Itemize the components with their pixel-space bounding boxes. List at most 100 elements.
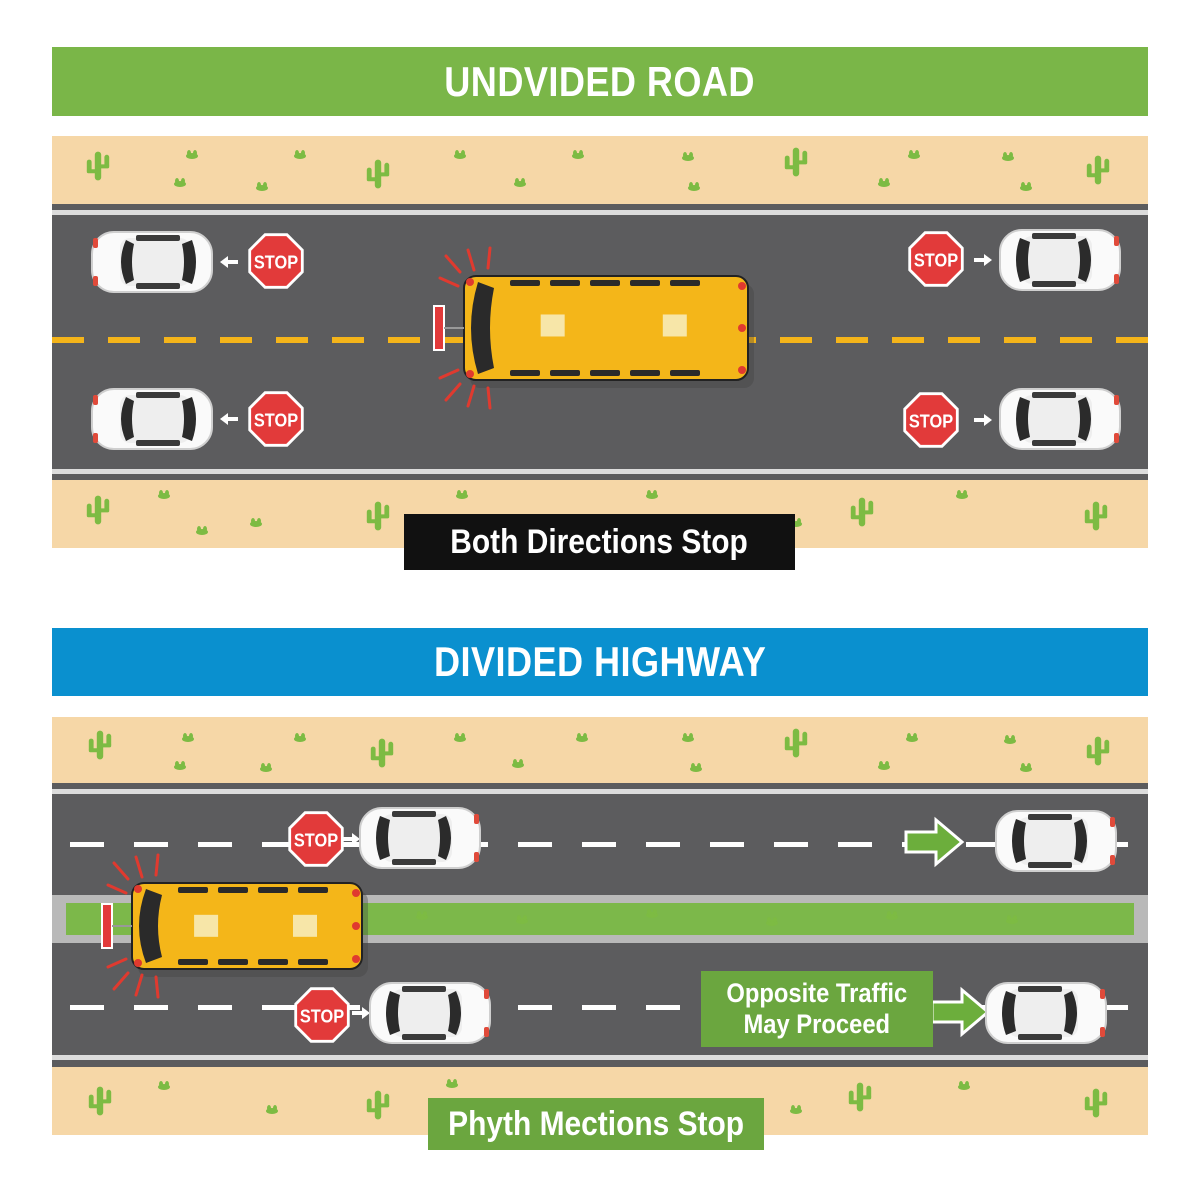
grass-tuft-icon [766, 917, 778, 926]
arrow-icon [220, 256, 238, 268]
lane-dash [518, 842, 552, 847]
cactus-icon [1086, 736, 1110, 766]
cactus-icon [784, 728, 808, 758]
lane-dash [262, 842, 296, 847]
lane-dash [518, 1005, 552, 1010]
grass-tuft-icon [572, 150, 584, 159]
grass-tuft-icon [446, 1079, 458, 1088]
car-icon [369, 982, 491, 1044]
grass-tuft-icon [174, 761, 186, 770]
cactus-icon [366, 501, 390, 531]
car-icon [359, 807, 481, 869]
center-line-dash [836, 337, 868, 343]
center-line-dash [164, 337, 196, 343]
cactus-icon [370, 738, 394, 768]
lane-dash [1094, 1005, 1128, 1010]
car-icon [995, 810, 1117, 872]
lane-dash [966, 842, 1000, 847]
center-line-dash [1116, 337, 1148, 343]
center-line-dash [52, 337, 84, 343]
divided-caption: Phyth Mections Stop [428, 1098, 764, 1150]
center-line-dash [332, 337, 364, 343]
grass-tuft-icon [1004, 735, 1016, 744]
divided-highway-banner: DIVIDED HIGHWAY [52, 628, 1148, 696]
lane-dash [646, 842, 680, 847]
arrow-icon [974, 254, 992, 266]
grass-tuft-icon [688, 182, 700, 191]
cactus-icon [1084, 501, 1108, 531]
grass-tuft-icon [682, 733, 694, 742]
cactus-icon [784, 147, 808, 177]
cactus-icon [88, 1086, 112, 1116]
grass-tuft-icon [416, 911, 428, 920]
stop-sign-label: STOP [914, 250, 959, 271]
grass-tuft-icon [878, 178, 890, 187]
grass-tuft-icon [514, 178, 526, 187]
grass-tuft-icon [1020, 182, 1032, 191]
arrow-icon [974, 414, 992, 426]
grass-tuft-icon [158, 490, 170, 499]
lane-dash [134, 1005, 168, 1010]
lane-dash [198, 842, 232, 847]
arrow-icon [904, 816, 965, 868]
road-edge-top [52, 789, 1148, 794]
grass-tuft-icon [266, 1105, 278, 1114]
center-line-dash [1060, 337, 1092, 343]
opposite-traffic-text: Opposite Traffic May Proceed [726, 978, 908, 1039]
car-icon [985, 982, 1107, 1044]
grass-tuft-icon [1002, 152, 1014, 161]
center-line-dash [276, 337, 308, 343]
scene-objects: STOP STOP [101, 807, 1117, 1044]
stop-sign-icon: STOP [294, 987, 350, 1043]
cactus-icon [86, 151, 110, 181]
center-line-dash [948, 337, 980, 343]
car-icon [999, 388, 1121, 450]
center-line-dash [1004, 337, 1036, 343]
grass-tuft-icon [958, 1081, 970, 1090]
grass-tuft-icon [260, 763, 272, 772]
cactus-icon [848, 1082, 872, 1112]
lane-dash [70, 842, 104, 847]
divided-caption-text: Phyth Mections Stop [448, 1104, 744, 1143]
stop-sign-label: STOP [300, 1006, 345, 1027]
school-bus-icon [101, 853, 368, 999]
grass-tuft-icon [878, 761, 890, 770]
grass-tuft-icon [956, 490, 968, 499]
stop-sign-label: STOP [254, 410, 299, 431]
arrow-icon [930, 986, 991, 1038]
arrow-icon [220, 413, 238, 425]
lane-dash [134, 842, 168, 847]
road-edge-bottom [52, 469, 1148, 474]
cactus-group [88, 728, 1110, 1120]
grass-tuft-icon [454, 150, 466, 159]
grass-tuft-icon [294, 150, 306, 159]
cactus-icon [366, 159, 390, 189]
stop-sign-icon: STOP [908, 231, 964, 287]
center-line-dash [892, 337, 924, 343]
grass-tuft-icon [906, 733, 918, 742]
car-icon [999, 229, 1121, 291]
flashing-lights [106, 853, 160, 999]
road-edge-top [52, 210, 1148, 215]
arrow-icon [352, 1007, 370, 1019]
grass-tuft-icon [790, 1105, 802, 1114]
opposite-traffic-caption: Opposite Traffic May Proceed [701, 971, 933, 1047]
lane-dash [582, 842, 616, 847]
stop-sign-icon: STOP [248, 233, 304, 289]
stop-sign-icon: STOP [288, 811, 344, 867]
grass-tuft-icon [256, 182, 268, 191]
cactus-icon [366, 1090, 390, 1120]
cactus-group [86, 147, 1110, 535]
sand-top-strip [52, 717, 1148, 783]
undivided-road-title: UNDVIDED ROAD [444, 57, 756, 105]
grass-tuft-icon [690, 763, 702, 772]
center-line-dash [780, 337, 812, 343]
grass-tuft-icon [646, 490, 658, 499]
center-line-dash [220, 337, 252, 343]
flashing-lights [438, 246, 492, 410]
lane-dash [774, 842, 808, 847]
arrow-icon [342, 833, 360, 845]
lane-dash [70, 1005, 104, 1010]
grass-tuft-icon [294, 733, 306, 742]
center-line-dash [108, 337, 140, 343]
